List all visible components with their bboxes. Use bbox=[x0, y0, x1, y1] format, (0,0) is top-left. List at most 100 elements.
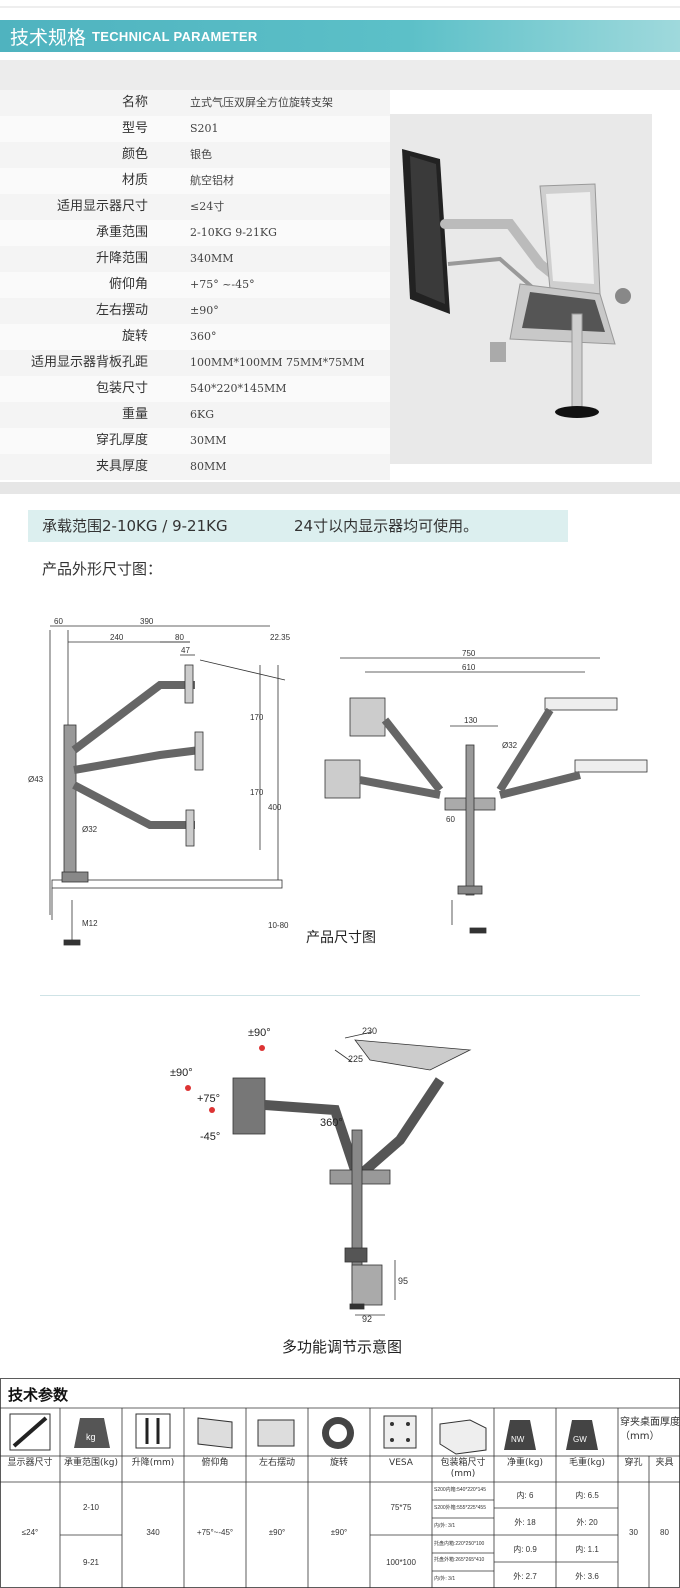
spec-value: 航空铝材 bbox=[190, 174, 234, 187]
spec-label: 名称 bbox=[121, 95, 148, 110]
tech-header: 毛重(kg) bbox=[569, 1458, 605, 1468]
dim-label: M12 bbox=[82, 919, 98, 928]
dim-label: 60 bbox=[54, 617, 63, 626]
spec-row: 左右摆动 ±90° bbox=[0, 298, 390, 324]
tech-table-title: 技术参数 bbox=[8, 1386, 69, 1404]
tech-header: 升降(mm) bbox=[131, 1458, 175, 1468]
tech-cell: 9-21 bbox=[82, 1558, 99, 1567]
tech-header: 显示器尺寸 bbox=[7, 1458, 53, 1468]
spec-value: ±90° bbox=[190, 304, 219, 317]
adjust-label: 360° bbox=[320, 1117, 343, 1129]
tech-header: 净重(kg) bbox=[507, 1458, 543, 1468]
spec-value: 360° bbox=[190, 330, 217, 343]
spec-row: 名称立式气压双屏全方位旋转支架 bbox=[0, 90, 390, 116]
tech-cell: 内: 6.5 bbox=[575, 1491, 599, 1500]
adjust-label: -45° bbox=[200, 1131, 220, 1143]
spec-value: 30MM bbox=[190, 434, 227, 447]
dim-label: 22.35 bbox=[270, 633, 291, 642]
tech-table-grid: kg NW GW bbox=[0, 1378, 680, 1588]
tech-cell: +75°~-45° bbox=[196, 1528, 234, 1537]
tech-cell-pack: 托盘内箱:220*250*100 bbox=[434, 1541, 485, 1547]
dim-label: Ø32 bbox=[502, 741, 518, 750]
dim-label: 400 bbox=[268, 803, 282, 812]
dim-label: 130 bbox=[464, 716, 478, 725]
spec-label: 适用显示器背板孔距 bbox=[30, 355, 148, 370]
tech-cell: 内: 6 bbox=[516, 1491, 534, 1500]
spec-value: 80MM bbox=[190, 460, 227, 473]
adjustment-diagram: ±90° ±90° +75° -45° 360° 230 225 95 92 bbox=[170, 1026, 472, 1324]
spec-label: 颜色 bbox=[121, 147, 148, 162]
tech-cell-pack: 托盘外箱:265*265*410 bbox=[434, 1557, 485, 1563]
tech-header: 穿孔 bbox=[624, 1458, 643, 1468]
dimension-drawing: 60 390 240 80 47 22.35 170 170 400 Ø43 Ø… bbox=[28, 617, 648, 946]
spec-row: 旋转 360° bbox=[0, 324, 390, 350]
tech-cell-pack: 内/外: 3/1 bbox=[434, 1523, 456, 1529]
tech-cell: 340 bbox=[146, 1528, 160, 1537]
thickness-header: 穿夹桌面厚度（mm） bbox=[620, 1417, 680, 1442]
tech-cell: 外: 3.6 bbox=[575, 1572, 599, 1581]
tech-header: 俯仰角 bbox=[201, 1458, 229, 1468]
dim-label: 170 bbox=[250, 713, 264, 722]
spec-row: 穿孔厚度 30MM bbox=[0, 428, 390, 454]
tech-cell: 2-10 bbox=[82, 1503, 99, 1512]
header-title-cn: 技术规格 bbox=[10, 27, 87, 49]
dim-label: 47 bbox=[181, 646, 190, 655]
spec-label: 材质 bbox=[121, 173, 148, 188]
dim-label: Ø32 bbox=[82, 825, 98, 834]
spec-value: ≤24寸 bbox=[190, 200, 225, 213]
adjust-label: +75° bbox=[197, 1093, 220, 1105]
spec-label: 夹具厚度 bbox=[95, 459, 148, 474]
dimension-caption: 产品尺寸图 bbox=[306, 930, 376, 946]
spec-row: 适用显示器尺寸 ≤24寸 bbox=[0, 194, 390, 220]
adjust-dim: 92 bbox=[362, 1314, 372, 1324]
spec-label: 左右摆动 bbox=[95, 303, 148, 318]
tech-header: 承重范围(kg) bbox=[64, 1458, 118, 1468]
adjust-dim: 95 bbox=[398, 1276, 408, 1286]
spec-label: 适用显示器尺寸 bbox=[56, 199, 148, 214]
adjust-dim: 230 bbox=[362, 1026, 377, 1036]
spec-value: 540*220*145MM bbox=[190, 382, 287, 395]
dim-label: Ø43 bbox=[28, 775, 44, 784]
tech-cell: 80 bbox=[660, 1528, 669, 1537]
tech-cell: 内: 1.1 bbox=[575, 1545, 599, 1554]
tech-cell: ≤24° bbox=[21, 1528, 39, 1537]
tech-header: 左右摆动 bbox=[258, 1458, 295, 1468]
spec-row: 材质 航空铝材 bbox=[0, 168, 390, 194]
tech-header: 旋转 bbox=[329, 1458, 348, 1468]
spec-row: 夹具厚度 80MM bbox=[0, 454, 390, 480]
dim-label: 390 bbox=[140, 617, 154, 626]
top-divider bbox=[0, 6, 680, 8]
nw-icon-label: NW bbox=[511, 1435, 525, 1444]
size-note-text: 24寸以内显示器均可使用。 bbox=[294, 517, 479, 535]
tech-header: 包装箱尺寸(mm) bbox=[440, 1458, 486, 1479]
spec-value: 2-10KG 9-21KG bbox=[190, 226, 277, 239]
spec-row: 承重范围 2-10KG 9-21KG bbox=[0, 220, 390, 246]
spec-value: 340MM bbox=[190, 252, 234, 265]
kg-icon-label: kg bbox=[86, 1432, 96, 1442]
spec-label: 承重范围 bbox=[95, 225, 148, 240]
tech-cell: 外: 2.7 bbox=[513, 1572, 537, 1581]
adjust-label: ±90° bbox=[170, 1067, 193, 1079]
dim-label: 170 bbox=[250, 788, 264, 797]
spec-row: 颜色 银色 bbox=[0, 142, 390, 168]
dim-label: 10-80 bbox=[268, 921, 289, 930]
spec-label: 穿孔厚度 bbox=[95, 433, 148, 448]
spec-label: 型号 bbox=[121, 121, 148, 136]
spec-label: 俯仰角 bbox=[108, 277, 148, 292]
tech-cell-pack: S200外箱:555*225*455 bbox=[434, 1505, 486, 1511]
section-divider bbox=[40, 995, 640, 996]
tech-cell: 内: 0.9 bbox=[513, 1545, 537, 1554]
adjustment-caption: 多功能调节示意图 bbox=[282, 1338, 403, 1356]
tech-cell: 100*100 bbox=[386, 1558, 416, 1567]
tech-cell: 外: 18 bbox=[514, 1518, 536, 1527]
header-title-en: TECHNICAL PARAMETER bbox=[92, 29, 258, 44]
spec-label: 旋转 bbox=[121, 329, 148, 344]
gw-icon-label: GW bbox=[573, 1435, 587, 1444]
tech-cell-pack: S200内箱:540*220*145 bbox=[434, 1487, 486, 1493]
spec-value: 银色 bbox=[190, 148, 212, 161]
tech-header: 夹具 bbox=[655, 1458, 674, 1468]
